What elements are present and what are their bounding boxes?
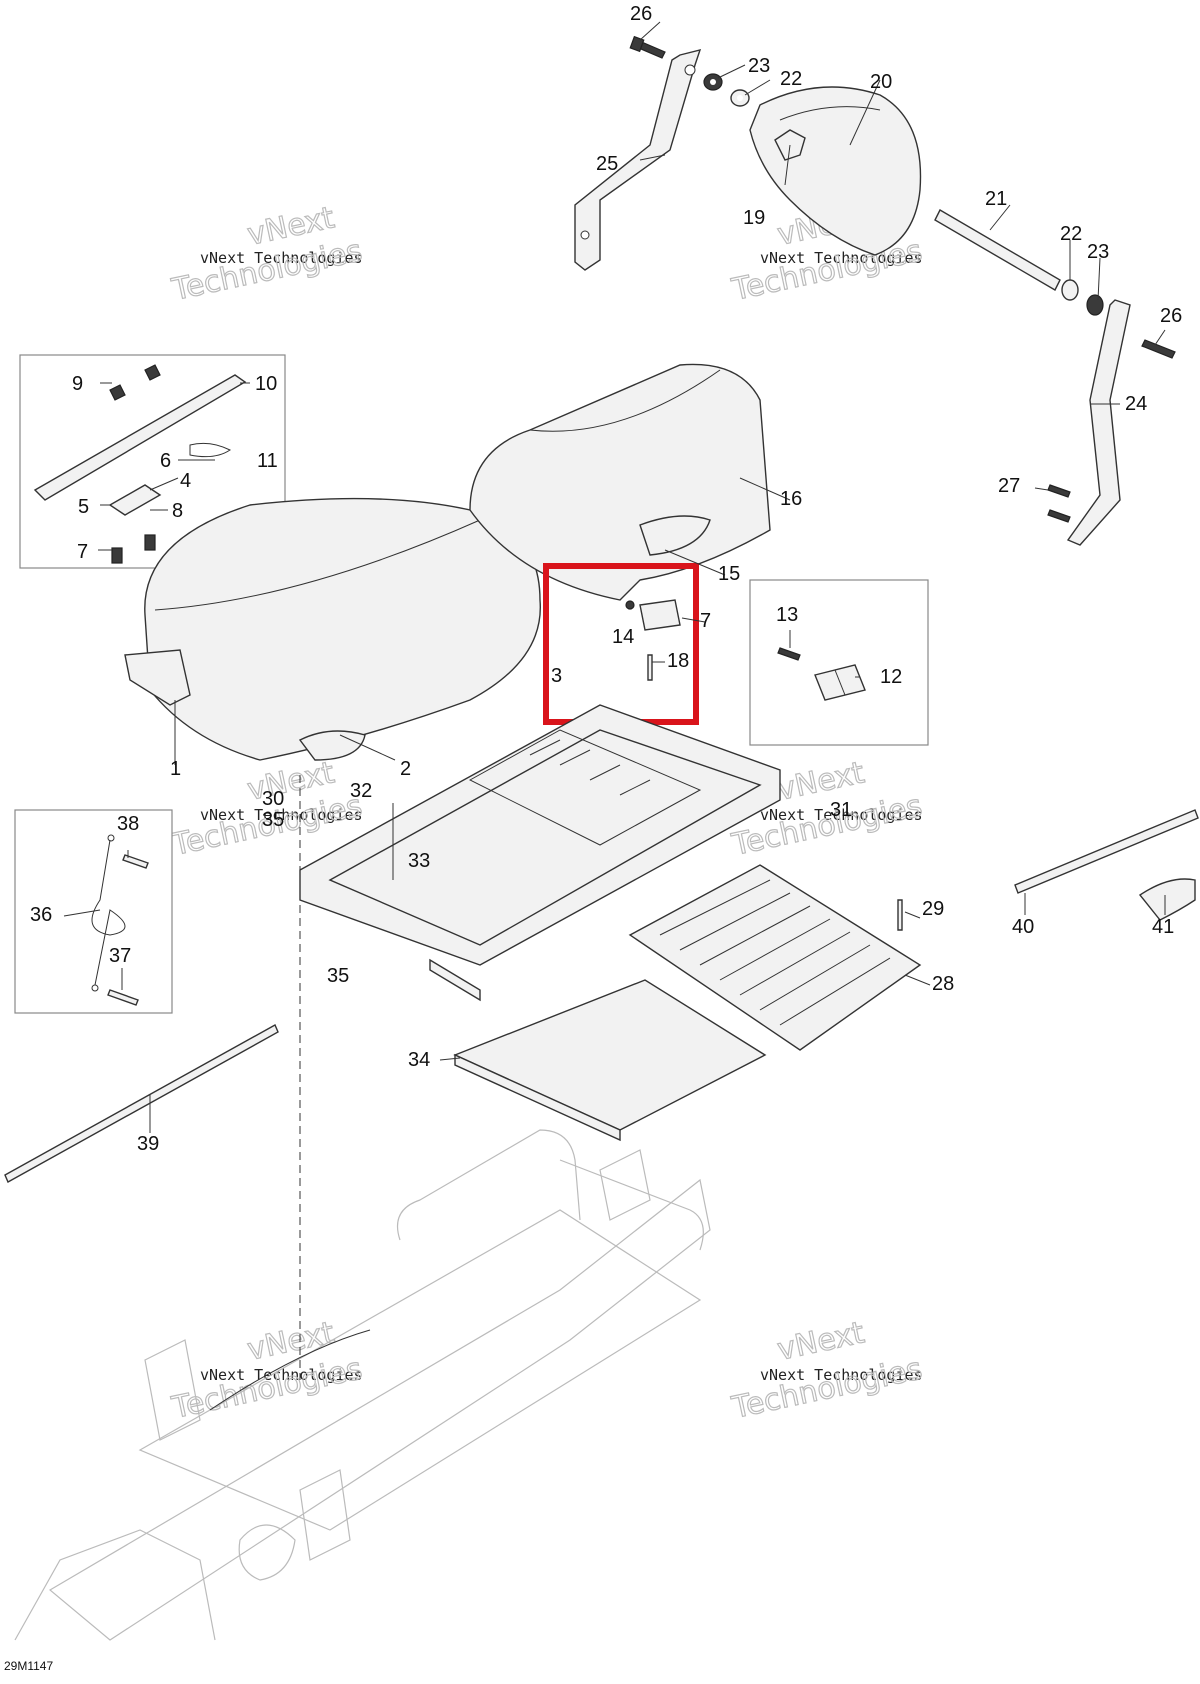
- callout-2: 2: [400, 758, 411, 780]
- callout-35-top: 35: [262, 809, 284, 831]
- svg-text:vNext Technologies: vNext Technologies: [760, 806, 923, 824]
- storage-tray: [299, 704, 781, 1002]
- callout-12: 12: [880, 666, 902, 688]
- callout-6: 6: [160, 450, 171, 472]
- callout-19: 19: [743, 207, 765, 229]
- rivet-38: [122, 854, 149, 869]
- callout-23-right: 23: [1087, 241, 1109, 263]
- callout-28: 28: [932, 973, 954, 995]
- callout-23-top: 23: [748, 55, 770, 77]
- callout-5: 5: [78, 496, 89, 518]
- rivet-14: [625, 600, 635, 610]
- svg-text:vNext Technologies: vNext Technologies: [760, 1366, 923, 1384]
- backrest-pad: [749, 86, 922, 256]
- backrest-rod-21: [934, 209, 1061, 291]
- svg-text:Technologies: Technologies: [728, 234, 925, 309]
- callout-9: 9: [72, 373, 83, 395]
- callout-40: 40: [1012, 916, 1034, 938]
- callouts: 26 23 22 20 25 19 21 22 23 26 24 27 16 1…: [30, 3, 1182, 1155]
- chassis-frame: [14, 1129, 711, 1641]
- callout-22-top: 22: [780, 68, 802, 90]
- svg-text:vNext Technologies: vNext Technologies: [200, 1366, 363, 1384]
- svg-text:vNext Technologies: vNext Technologies: [760, 249, 923, 267]
- callout-39: 39: [137, 1133, 159, 1155]
- callout-15: 15: [718, 563, 740, 585]
- washer-22-right: [1061, 279, 1079, 301]
- backrest-bracket-right: [1066, 299, 1131, 546]
- backrest-bracket-left: [574, 49, 702, 271]
- callout-17: 7: [700, 610, 711, 632]
- callout-8: 8: [172, 500, 183, 522]
- rivet-29: [897, 899, 903, 931]
- svg-text:vNext: vNext: [774, 755, 867, 808]
- hinge-bracket-17: [639, 599, 681, 631]
- bolts-7: [111, 534, 156, 564]
- callout-18: 18: [667, 650, 689, 672]
- washer-23-top: [703, 73, 723, 91]
- watermark-1: vNext vNext Technologies Technologies: [168, 200, 366, 309]
- rear-seat-cowl: [469, 363, 771, 601]
- callout-25: 25: [596, 153, 618, 175]
- callout-37: 37: [109, 945, 131, 967]
- callout-13: 13: [776, 604, 798, 626]
- callout-30: 30: [262, 788, 284, 810]
- hinge-12: [814, 664, 866, 701]
- callout-14: 14: [612, 626, 634, 648]
- trim-strip-39: [4, 1024, 279, 1183]
- callout-7: 7: [77, 541, 88, 563]
- callout-21: 21: [985, 188, 1007, 210]
- inset-box-hinge: [749, 579, 929, 746]
- svg-text:vNext Technologies: vNext Technologies: [200, 806, 363, 824]
- svg-text:Technologies: Technologies: [728, 1352, 925, 1427]
- callout-33: 33: [408, 850, 430, 872]
- seat-main: [124, 497, 541, 761]
- bolt-26-right: [1141, 339, 1176, 359]
- callout-26-right: 26: [1160, 305, 1182, 327]
- bolt-26-top: [629, 35, 666, 59]
- grille-panel: [628, 864, 922, 1051]
- callout-10: 10: [255, 373, 277, 395]
- washer-22-top: [730, 89, 750, 107]
- seat-latch-rail-10: [33, 364, 247, 501]
- callout-29: 29: [922, 898, 944, 920]
- bolt-13: [777, 647, 801, 661]
- bolts-27: [1047, 484, 1071, 523]
- callout-35-bottom: 35: [327, 965, 349, 987]
- callout-4: 4: [180, 470, 191, 492]
- callout-24: 24: [1125, 393, 1147, 415]
- callout-3: 3: [551, 665, 562, 687]
- callout-22-right: 22: [1060, 223, 1082, 245]
- callout-27: 27: [998, 475, 1020, 497]
- callout-11: 11: [257, 450, 278, 472]
- svg-text:vNext: vNext: [774, 1315, 867, 1368]
- callout-41: 41: [1152, 916, 1174, 938]
- callout-36: 36: [30, 904, 52, 926]
- drawing-code-label: 29M1147: [4, 1659, 54, 1673]
- pad-34: [453, 979, 767, 1142]
- end-cap-41: [1138, 878, 1196, 921]
- svg-text:vNext Technologies: vNext Technologies: [200, 249, 363, 267]
- callout-16: 16: [780, 488, 802, 510]
- latch-bracket-4: [108, 484, 162, 516]
- callout-38: 38: [117, 813, 139, 835]
- callout-1: 1: [170, 758, 181, 780]
- pin-18: [647, 654, 653, 681]
- callout-32: 32: [350, 780, 372, 802]
- watermark-6: vNext vNext Technologies Technologies: [728, 1315, 926, 1427]
- callout-31: 31: [830, 799, 852, 821]
- trim-strip-40: [1014, 809, 1199, 894]
- callout-26-top: 26: [630, 3, 652, 25]
- washer-23-right: [1086, 294, 1104, 316]
- strap-6: [189, 442, 231, 458]
- callout-20: 20: [870, 71, 892, 93]
- rivet-37: [107, 989, 139, 1006]
- leader-lines: [63, 21, 1166, 1133]
- callout-34: 34: [408, 1049, 430, 1071]
